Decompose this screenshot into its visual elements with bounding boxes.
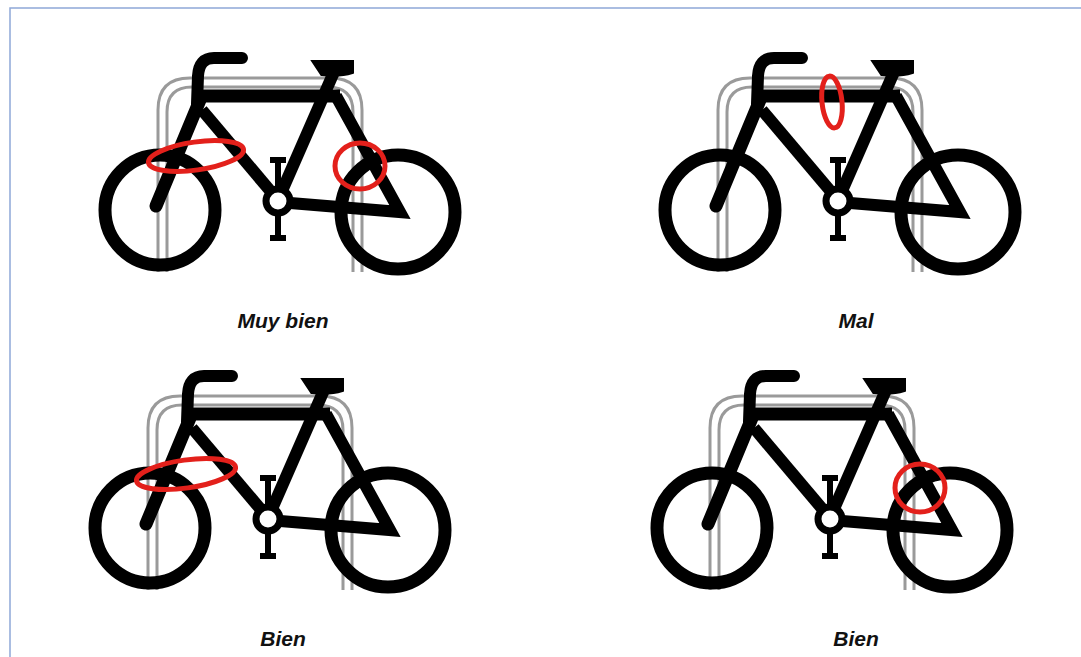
lock-rear-wheel — [895, 464, 945, 512]
rating-label: Muy bien — [237, 309, 328, 333]
panel-bad — [665, 58, 1015, 272]
lock-front-wheel — [135, 453, 238, 495]
rating-label: Bien — [833, 627, 879, 651]
bicycle-symbol — [105, 58, 455, 269]
bicycle-symbol — [657, 376, 1007, 587]
lock-front-wheel — [147, 135, 246, 176]
panel-very-good — [105, 58, 455, 272]
bicycle-symbol — [95, 376, 445, 587]
panel-good-rear — [657, 376, 1007, 590]
frame-border — [10, 8, 1081, 657]
bicycle-symbol — [665, 58, 1015, 269]
rating-label: Mal — [838, 309, 873, 333]
rating-label: Bien — [260, 627, 306, 651]
lock-rear-wheel — [335, 143, 385, 189]
lock-top-tube — [819, 75, 844, 129]
panel-good-front — [95, 376, 445, 590]
